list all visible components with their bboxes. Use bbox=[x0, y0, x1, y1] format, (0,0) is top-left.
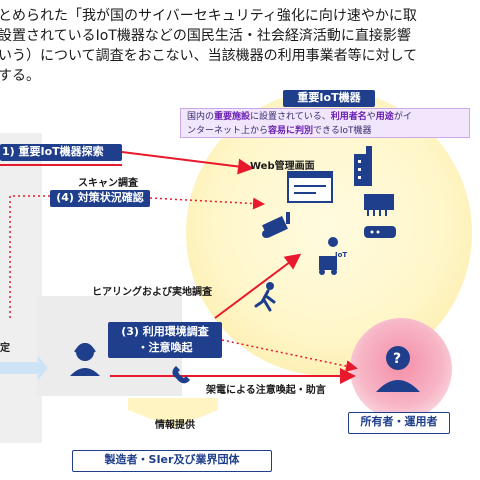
scan-label: スキャン調査 bbox=[78, 178, 138, 189]
info-text: や bbox=[366, 112, 376, 122]
web-mgmt-label: Web管理画面 bbox=[250, 161, 315, 172]
step3-line-1: (3) 利用環境調査 bbox=[121, 325, 209, 338]
intro-line-4: する。 bbox=[0, 68, 40, 84]
camera-icon bbox=[262, 212, 290, 238]
operator-icon bbox=[70, 343, 100, 376]
info-provide-label: 情報提供 bbox=[155, 420, 195, 431]
intro-line-1: とめられた「我が国のサイバーセキュリティ強化に向け速やかに取 bbox=[0, 8, 417, 24]
left-cut-label: 定 bbox=[0, 343, 10, 354]
step4-box: (4) 対策状況確認 bbox=[50, 190, 150, 207]
info-text: できるIoT機器 bbox=[313, 126, 372, 136]
info-text: に設置されている、 bbox=[250, 112, 331, 122]
iot-title-box: 重要IoT機器 bbox=[283, 90, 375, 107]
info-text: ンターネット上から bbox=[187, 126, 269, 136]
info-bold: 用途 bbox=[375, 112, 394, 122]
iot-tag: IoT bbox=[335, 251, 348, 259]
owner-person-icon: ? bbox=[376, 346, 420, 392]
info-flow-bar bbox=[0, 362, 38, 374]
controller-icon bbox=[364, 194, 394, 216]
intro-line-3: いう）について調査をおこない、当該機器の利用事業者等に対して bbox=[0, 48, 418, 64]
hearing-arrow bbox=[214, 253, 302, 319]
info-bold: 重要施設 bbox=[214, 112, 251, 122]
info-flow-head bbox=[38, 356, 48, 380]
info-bold: 利用者名 bbox=[330, 112, 367, 122]
owner-box: 所有者・運用者 bbox=[348, 412, 450, 434]
left-panel bbox=[0, 133, 42, 443]
explore-arrow bbox=[121, 151, 254, 175]
step1-box: 1) 重要IoT機器探索 bbox=[0, 144, 122, 161]
hearing-label: ヒアリングおよび実地調査 bbox=[92, 287, 212, 298]
check-dotted-line bbox=[9, 195, 50, 318]
running-person-icon bbox=[254, 282, 276, 312]
phone-icon bbox=[172, 366, 190, 384]
info-bold: 容易に判別 bbox=[268, 126, 314, 136]
svg-text:?: ? bbox=[393, 351, 401, 367]
info-text: 国内の bbox=[187, 112, 215, 122]
call-label: 架電による注意喚起・助言 bbox=[206, 385, 326, 396]
browser-window-icon bbox=[287, 171, 333, 203]
iot-definition-box: 国内の重要施設に設置されている、利用者名や用途がイ ンターネット上から容易に判別… bbox=[180, 108, 470, 138]
makers-box: 製造者・SIer及び業界団体 bbox=[72, 450, 272, 472]
check-dotted-arrow bbox=[149, 197, 265, 210]
iot-device-icon bbox=[319, 237, 338, 275]
info-text: がイ bbox=[393, 112, 412, 122]
step3-box: (3) 利用環境調査 ・注意喚起 bbox=[108, 322, 222, 358]
info-provide-arrow bbox=[128, 398, 218, 428]
intro-paragraph: とめられた「我が国のサイバーセキュリティ強化に向け速やかに取 設置されているIo… bbox=[0, 6, 480, 86]
intro-line-2: 設置されているIoT機器などの国民生活・社会経済活動に直接影響 bbox=[0, 28, 411, 44]
router-icon bbox=[364, 226, 396, 238]
building-icon bbox=[354, 146, 372, 186]
step3-line-2: ・注意喚起 bbox=[137, 341, 193, 354]
